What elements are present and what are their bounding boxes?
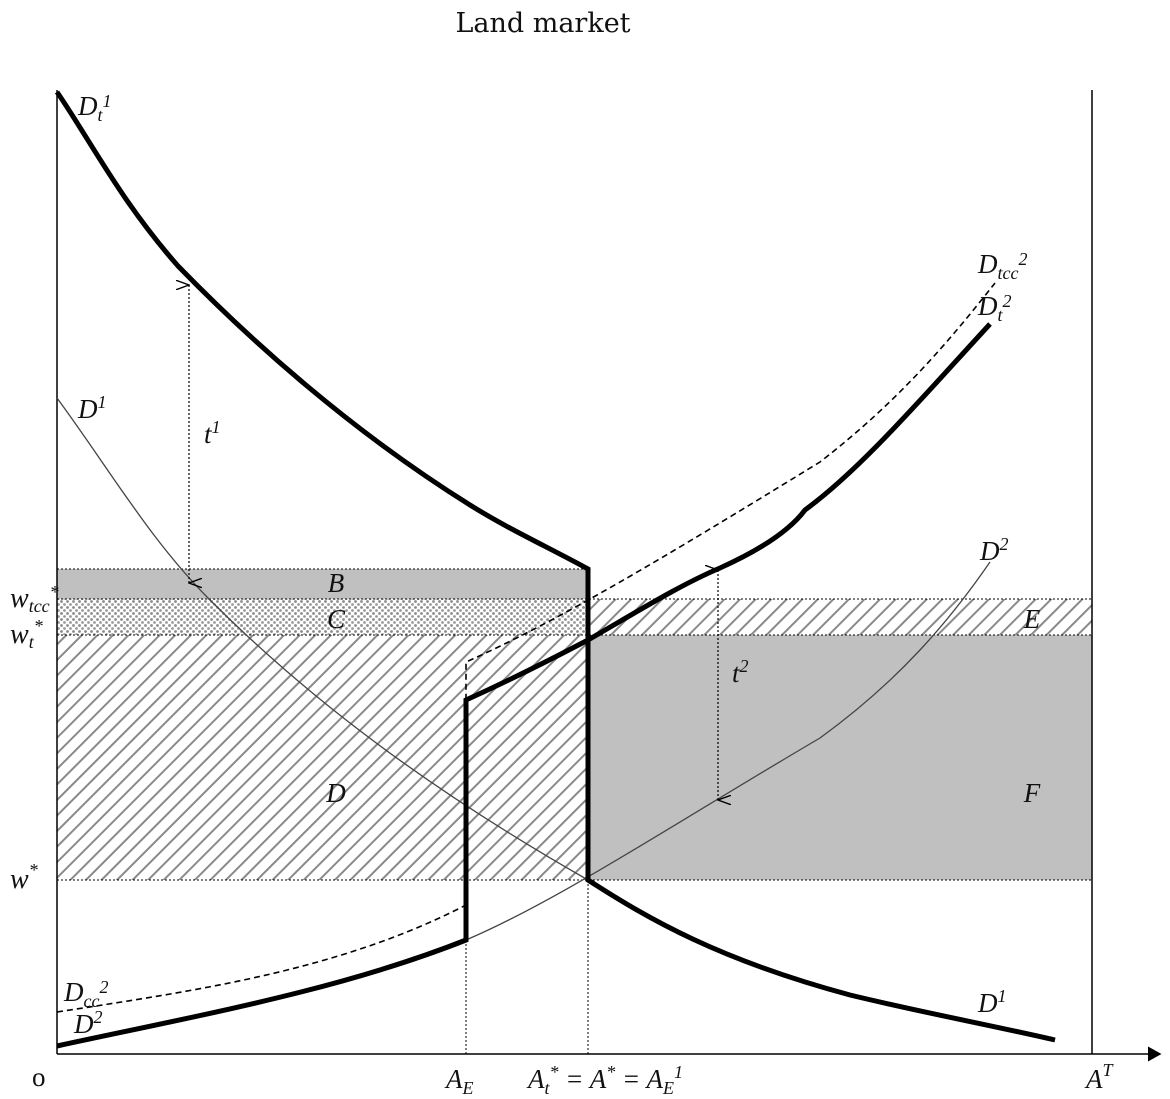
dtcc2-curve	[56, 282, 996, 1013]
wtcc-label: wtcc*	[10, 582, 59, 616]
t1-label: t1	[204, 417, 221, 449]
d2-left-label: D2	[73, 1007, 103, 1039]
area-c-label: C	[327, 604, 346, 634]
dt2-label: Dt2	[977, 291, 1012, 325]
dtcc2-label: Dtcc2	[977, 249, 1027, 283]
dt1-curve	[54, 90, 1056, 1043]
area-b-label: B	[328, 568, 345, 598]
origin-label: o	[32, 1062, 46, 1092]
area-f-fill	[588, 635, 1092, 880]
wt-label: wt*	[10, 616, 43, 652]
vertical-dotted-lines	[465, 880, 589, 1054]
at-label: AT	[1084, 1060, 1115, 1094]
area-d-fill	[57, 635, 588, 880]
chart-title: Land market	[455, 8, 630, 39]
d1-lower-label: D1	[977, 986, 1007, 1018]
area-c-fill	[57, 599, 588, 635]
area-f-label: F	[1023, 778, 1041, 808]
d2-right-label: D2	[979, 534, 1009, 566]
area-e-label: E	[1023, 604, 1041, 634]
w-label: w*	[10, 860, 38, 895]
horizontal-dotted-lines	[57, 568, 1092, 881]
dt1-label: Dt1	[77, 91, 112, 125]
d1-upper-label: D1	[77, 392, 107, 424]
area-d-label: D	[325, 778, 346, 808]
equilibrium-quantity-label: At* = A* = AE1	[526, 1062, 683, 1098]
area-b-fill	[57, 569, 588, 599]
area-e-fill	[588, 599, 1092, 635]
ae-label: AE	[444, 1064, 474, 1098]
dcc2-label: Dcc2	[63, 977, 108, 1011]
dt2-curve	[56, 322, 992, 1049]
d2-curve	[465, 561, 991, 941]
t2-label: t2	[732, 656, 749, 688]
